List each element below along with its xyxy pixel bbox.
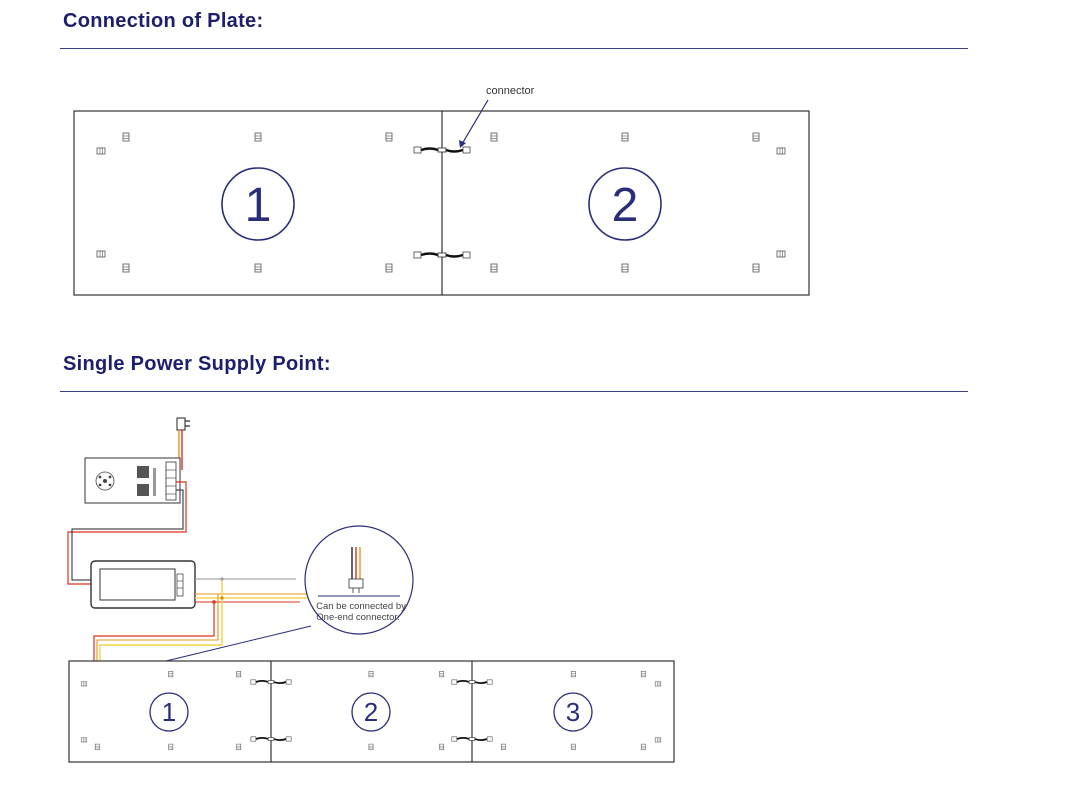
section-title-power: Single Power Supply Point:: [63, 353, 331, 375]
connector-pointer: [461, 99, 489, 145]
plate-number-1: 1: [162, 697, 176, 727]
plate-number-2: 2: [612, 179, 639, 232]
plate-number-3: 3: [566, 697, 580, 727]
controller-icon: [90, 560, 196, 609]
plate-pair-diagram: connector 1 2: [73, 85, 810, 296]
section-divider-connection: [60, 48, 968, 49]
callout-text-line2: One-end connector.: [316, 612, 399, 623]
plate-number-circle: [221, 167, 295, 241]
callout-text-line1: Can be connected by: [316, 601, 406, 612]
section-title-connection: Connection of Plate:: [63, 10, 264, 32]
connector-plug-icon: [348, 547, 364, 593]
plate-number-circle: [553, 692, 593, 732]
connector-label: connector: [486, 85, 535, 97]
plate-number-1: 1: [245, 179, 272, 232]
section-divider-power: [60, 391, 968, 392]
power-supply-diagram: Can be connected by One-end connector. 1: [67, 417, 675, 763]
plate-number-circle: [351, 692, 391, 732]
power-plug-icon: [176, 417, 190, 431]
arrow-head-icon: [459, 140, 466, 148]
plate-number-circle: [149, 692, 189, 732]
power-supply-icon: [84, 457, 181, 504]
plate-number-2: 2: [364, 697, 378, 727]
plate-number-circle: [588, 167, 662, 241]
